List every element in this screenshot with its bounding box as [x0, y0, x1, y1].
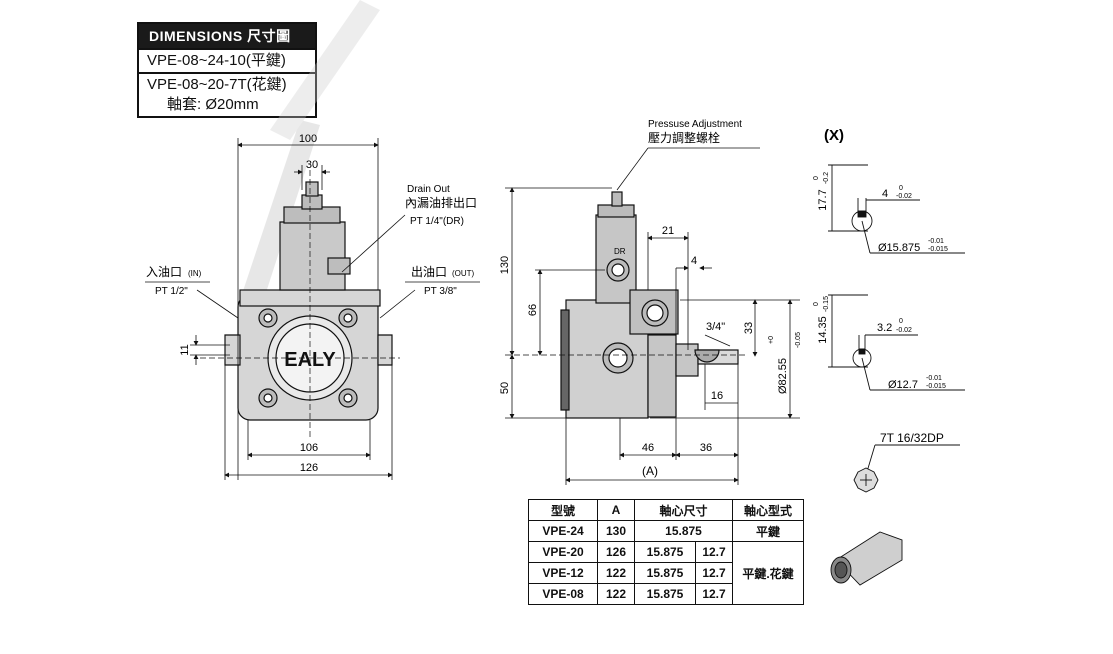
dim-dia: Ø82.55 — [777, 358, 789, 394]
spec-cell-shaft: 15.875 — [634, 520, 733, 542]
in-thread: PT 1/2" — [155, 286, 188, 297]
spec-cell-shaft-alt: 12.7 — [695, 541, 733, 563]
spec-cell-model: VPE-20 — [528, 541, 598, 563]
spec-cell-a: 130 — [597, 520, 635, 542]
title-header: DIMENSIONS 尺寸圖 — [139, 24, 315, 48]
dim-11: 11 — [179, 344, 191, 355]
front-view — [200, 170, 400, 440]
spec-header-model: 型號 — [528, 499, 598, 521]
adjust-label-cn: 壓力調整螺栓 — [648, 130, 720, 145]
detail-a-height-tol-upper: 0 — [813, 176, 820, 180]
dim-66: 66 — [527, 304, 539, 316]
drain-thread: PT 1/4"(DR) — [410, 216, 464, 227]
table-row: VPE-12 122 15.875 12.7 — [528, 562, 804, 584]
drain-label-cn: 內漏油排出口 — [405, 196, 477, 210]
detail-b-dia-tol-lower: -0.015 — [926, 383, 946, 390]
spec-cell-a: 126 — [597, 541, 635, 563]
detail-b-key-tol-lower: -0.02 — [896, 327, 912, 334]
detail-a-key-tol-lower: -0.02 — [896, 193, 912, 200]
spec-cell-shaft: 15.875 — [634, 541, 696, 563]
table-row: VPE-20 126 15.875 12.7 平鍵.花鍵 — [528, 541, 804, 605]
front-dimensions — [145, 138, 480, 480]
detail-b-key: 3.2 — [877, 322, 892, 334]
spec-cell-model: VPE-08 — [528, 583, 598, 605]
adjust-label-en: Pressuse Adjustment — [648, 119, 742, 130]
drain-label-en: Drain Out — [407, 184, 450, 195]
title-line-1: VPE-08~24-10(平鍵) — [139, 48, 315, 72]
detail-a-dia: Ø15.875 — [878, 242, 920, 254]
detail-a-dia-tol-upper: -0.01 — [928, 238, 944, 245]
detail-b-height: 14.35 — [817, 316, 829, 344]
detail-spline: 7T 16/32DP — [880, 431, 944, 445]
detail-b-height-tol-lower: -0.15 — [823, 296, 830, 312]
title-box: DIMENSIONS 尺寸圖 VPE-08~24-10(平鍵) VPE-08~2… — [137, 22, 317, 118]
detail-b-dia: Ø12.7 — [888, 379, 918, 391]
detail-a-height: 17.7 — [817, 189, 829, 210]
spec-cell-shaft-alt: 12.7 — [695, 562, 733, 584]
dim-A: (A) — [642, 464, 658, 478]
spec-cell-type: 平鍵 — [732, 520, 804, 542]
spec-header-shaft: 軸心尺寸 — [634, 499, 733, 521]
detail-title: (X) — [824, 127, 844, 144]
title-line-3: 軸套: Ø20mm — [167, 96, 259, 113]
spec-cell-a: 122 — [597, 562, 635, 584]
watermark — [240, 0, 380, 305]
detail-b-height-tol-upper: 0 — [813, 302, 820, 306]
dim-21: 21 — [662, 225, 674, 237]
dim-36: 36 — [700, 442, 712, 454]
dr-label: DR — [614, 247, 626, 256]
spec-cell-shaft-alt: 12.7 — [695, 583, 733, 605]
spec-cell-a: 122 — [597, 583, 635, 605]
in-label-tag: (IN) — [188, 269, 202, 278]
dim-dia-tol-lower: -0.05 — [795, 332, 802, 348]
dim-46: 46 — [642, 442, 654, 454]
spec-table: 型號 A 軸心尺寸 軸心型式 VPE-24 130 15.875 平鍵 VPE-… — [528, 499, 804, 605]
dim-100: 100 — [299, 133, 317, 145]
out-label-tag: (OUT) — [452, 269, 475, 278]
detail-a-key-tol-upper: 0 — [899, 185, 903, 192]
in-label-cn: 入油口 — [146, 265, 182, 279]
detail-b-dia-tol-upper: -0.01 — [926, 375, 942, 382]
spec-header-row: 型號 A 軸心尺寸 軸心型式 — [528, 499, 804, 521]
front-logo: EALY — [284, 349, 336, 371]
spec-cell-type: 平鍵.花鍵 — [732, 541, 804, 605]
dim-34: 3/4" — [706, 321, 725, 333]
dim-33: 33 — [743, 322, 755, 334]
side-dimensions — [505, 147, 800, 485]
out-label-cn: 出油口 — [411, 265, 447, 279]
detail-a-dia-tol-lower: -0.015 — [928, 246, 948, 253]
side-view — [560, 191, 739, 419]
table-row: VPE-08 122 15.875 12.7 — [528, 583, 804, 605]
detail-x-drawing — [828, 164, 965, 586]
dim-106: 106 — [300, 442, 318, 454]
spec-cell-shaft: 15.875 — [634, 583, 696, 605]
spec-cell-shaft: 15.875 — [634, 562, 696, 584]
dim-50: 50 — [499, 382, 511, 394]
detail-b-key-tol-upper: 0 — [899, 318, 903, 325]
detail-a-height-tol-lower: -0.2 — [823, 172, 830, 184]
spec-header-type: 軸心型式 — [732, 499, 804, 521]
spec-header-a: A — [597, 499, 635, 521]
dim-126: 126 — [300, 462, 318, 474]
dim-16: 16 — [711, 390, 723, 402]
detail-a-key: 4 — [882, 188, 888, 200]
spec-cell-model: VPE-12 — [528, 562, 598, 584]
spec-cell-model: VPE-24 — [528, 520, 598, 542]
dim-130: 130 — [499, 256, 511, 274]
dim-4: 4 — [691, 255, 697, 267]
dim-dia-tol-upper: +0 — [768, 336, 775, 344]
out-thread: PT 3/8" — [424, 286, 457, 297]
table-row: VPE-24 130 15.875 平鍵 — [528, 520, 804, 542]
title-line-2: VPE-08~20-7T(花鍵) — [139, 72, 315, 96]
dim-30: 30 — [306, 159, 318, 171]
